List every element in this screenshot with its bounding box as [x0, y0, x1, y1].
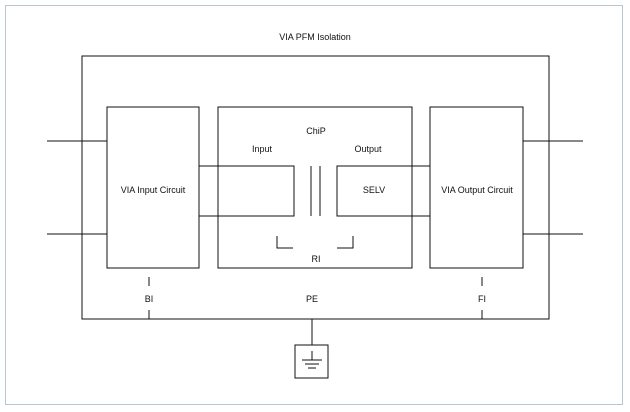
bi-label: BI: [145, 294, 154, 304]
output-winding-path: [336, 165, 430, 217]
pe-label: PE: [306, 294, 318, 304]
ri-bracket-right: [337, 236, 354, 249]
input-circuit-box: [106, 106, 200, 269]
ri-bracket-left: [276, 236, 293, 249]
selv-label: SELV: [363, 185, 385, 195]
input-circuit-label: VIA Input Circuit: [121, 185, 186, 195]
diagram-title: VIA PFM Isolation: [279, 32, 351, 42]
ri-label: RI: [312, 254, 321, 264]
chip-input-label: Input: [252, 144, 273, 154]
fi-label: FI: [478, 294, 486, 304]
output-circuit-box: [429, 106, 524, 269]
chip-box: [217, 106, 413, 269]
ground-icon: [294, 344, 329, 379]
chip-output-label: Output: [354, 144, 382, 154]
output-circuit-label: VIA Output Circuit: [441, 185, 513, 195]
input-winding-path: [199, 165, 295, 217]
chip-label: ChiP: [306, 126, 326, 136]
